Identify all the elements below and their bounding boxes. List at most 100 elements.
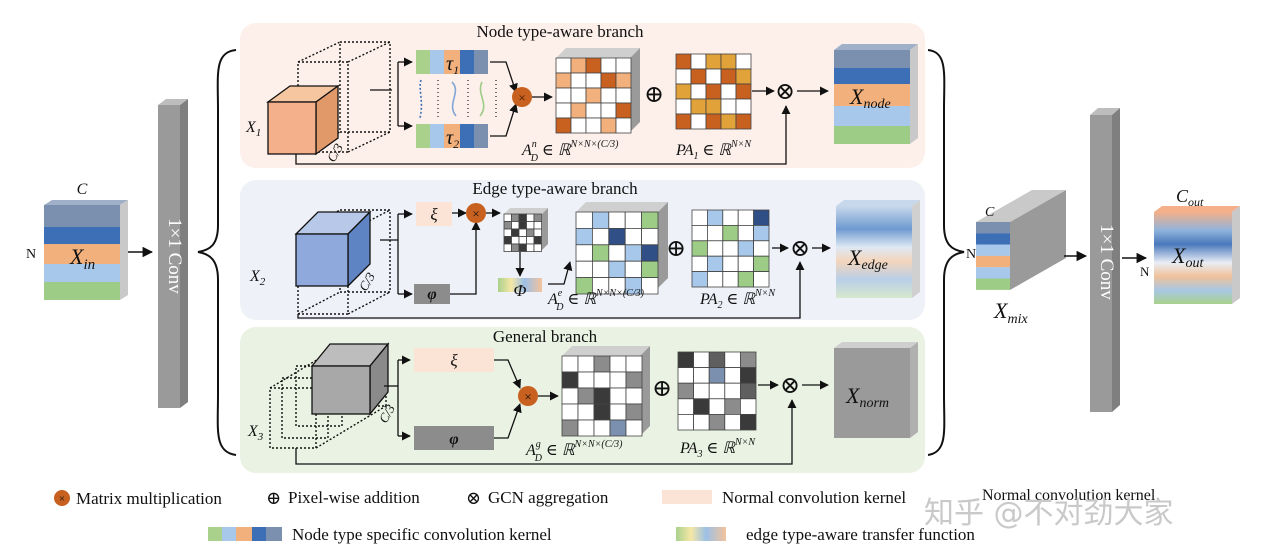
edge-xi-kernel: [416, 202, 452, 226]
svg-text:×: ×: [524, 389, 531, 404]
edge-pa-cell: [707, 209, 724, 226]
general-ad-matrix: [561, 346, 650, 437]
legend-transfer-swatch: [676, 527, 726, 541]
edge-pa-cell: [707, 255, 724, 273]
edge-ad-cell: [624, 227, 643, 246]
node-ad-cell: [585, 72, 602, 89]
edge-small-cell: [533, 213, 542, 222]
general-pa-cell: [724, 382, 741, 400]
general-pa-cell: [677, 413, 695, 431]
svg-text:τ1: τ1: [446, 53, 459, 77]
node-pa-cell: [720, 53, 737, 70]
node-ad-cell: [585, 57, 602, 74]
edge-pa-label: PA2∈ ℝN×N: [699, 288, 776, 311]
edge-pa-cell: [737, 224, 755, 242]
node-ad-cell: [570, 102, 587, 119]
general-pa-cell: [677, 382, 695, 400]
edge-small-cell: [526, 213, 535, 222]
edge-pa-cell: [753, 209, 770, 226]
general-pa-cell: [740, 382, 757, 400]
general-pa-cell: [693, 398, 710, 415]
mix-slice-side: [1010, 214, 1024, 290]
node-pa-cell: [690, 53, 707, 70]
edge-small-cell: [533, 221, 542, 230]
general-ad-cell: [561, 355, 579, 373]
node-pa-cell: [690, 113, 707, 130]
general-pa-cell: [693, 413, 710, 431]
node-ad-cell: [600, 72, 617, 89]
edge-small-cell: [503, 213, 512, 222]
edge-small-cell: [526, 228, 535, 237]
edge-small-cell: [511, 221, 520, 230]
edge-small-cell: [533, 228, 542, 237]
general-pa-cell: [693, 367, 710, 384]
node-pa-cell: [705, 98, 722, 115]
general-ad-cell: [625, 403, 643, 421]
edge-small-cell: [511, 228, 520, 237]
general-ad-cell: [577, 403, 595, 421]
edge-small-cell: [503, 236, 512, 245]
input-c-label: C: [77, 181, 88, 198]
edge-pa-cell: [737, 271, 755, 288]
edge-pa-cell: [737, 255, 755, 273]
svg-text:Xout: Xout: [1171, 243, 1204, 271]
edge-pa-cell: [707, 224, 724, 242]
mix-slice-band: [976, 278, 1010, 290]
edge-ad-cell: [641, 227, 659, 246]
mix-slice-side: [1024, 206, 1038, 282]
edge-phi-kernel: [414, 284, 450, 304]
general-ad-cell: [625, 387, 643, 405]
edge-pa-cell: [737, 240, 755, 257]
edge-pa-cell: [753, 271, 770, 288]
node-pa-cell: [705, 68, 722, 85]
general-pa-cell: [677, 351, 695, 369]
edge-pa-cell: [691, 255, 708, 273]
node-plus-icon: ⊕: [644, 82, 664, 108]
edge-small-cell: [533, 236, 542, 245]
general-pa-cell: [740, 351, 757, 369]
general-pa-cell: [724, 351, 741, 369]
general-ad-cell: [577, 355, 595, 373]
general-pa-cell: [740, 398, 757, 415]
general-pa-label: PA3∈ ℝN×N: [679, 437, 756, 460]
mix-slice-band: [976, 244, 1010, 256]
general-pa-cell: [724, 413, 741, 431]
node-pa-cell: [675, 98, 692, 115]
edge-ad-cell: [608, 227, 626, 246]
legend-gcn-label: GCN aggregation: [488, 488, 609, 507]
input-name: Xin: [69, 244, 95, 273]
general-ad-cell: [577, 419, 595, 437]
node-branch: Node type-aware branch X1 C/3 τ1 τ2: [240, 22, 925, 168]
legend-node-kernel-label: Node type specific convolution kernel: [292, 525, 552, 544]
general-ad-cell: [561, 403, 579, 421]
mix-slice-band: [976, 222, 1010, 234]
node-ad-cell: [600, 117, 617, 134]
edge-pa-cell: [722, 209, 739, 226]
tau1-kernel: τ1: [416, 50, 488, 77]
node-pa-cell: [735, 83, 752, 100]
general-phi-kernel: [414, 426, 494, 450]
right-brace: [927, 49, 965, 456]
general-pa-cell: [708, 382, 726, 400]
edge-small-cell: [511, 243, 520, 252]
node-pa-cell: [735, 98, 752, 115]
edge-ad-cell: [641, 244, 659, 262]
general-xi-kernel: [414, 348, 494, 372]
edge-small-cell: [518, 213, 527, 222]
node-ad-cell: [570, 87, 587, 104]
legend-matmul-label: Matrix multiplication: [76, 489, 222, 508]
svg-text:ξ: ξ: [450, 351, 458, 370]
general-ad-cell: [561, 371, 579, 389]
svg-text:Xnorm: Xnorm: [845, 383, 889, 411]
node-ad-cell: [555, 72, 572, 89]
general-pa-cell: [677, 367, 695, 384]
node-ad-cell: [555, 117, 572, 134]
conv1-block: 1×1 Conv: [158, 99, 188, 408]
general-ad-cell: [625, 371, 643, 389]
svg-text:Xnode: Xnode: [849, 84, 891, 112]
legend: × Matrix multiplication ⊕ Pixel-wise add…: [54, 488, 975, 544]
node-ad-cell: [600, 87, 617, 104]
edge-ad-matrix: [575, 202, 668, 295]
